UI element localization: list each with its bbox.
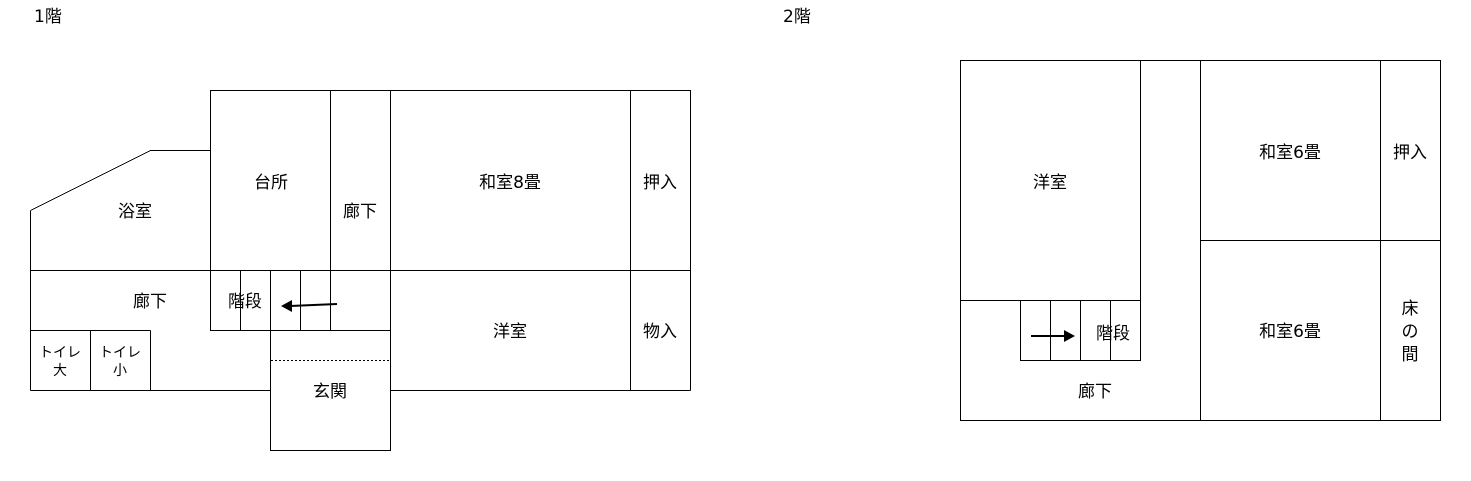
floor1-title: 1階 (34, 7, 62, 27)
bath-slanted-wall (30, 150, 211, 211)
room-bath: 浴室 (118, 202, 152, 222)
room2-stairs: 階段 (1096, 324, 1130, 344)
room2-japanese-6-bottom: 和室6畳 (1259, 322, 1321, 342)
room-storage: 物入 (643, 322, 677, 342)
room-japanese-8: 和室8畳 (479, 173, 541, 193)
room2-hall: 廊下 (1078, 382, 1112, 402)
floor2-plan: 洋室 和室6畳 押入 階段 和室6畳 床 の 間 廊下 (960, 60, 1441, 421)
room2-tokonoma-1: 床 (1402, 299, 1419, 319)
room-hall-vertical: 廊下 (343, 202, 377, 222)
stairs2-arrow-head (1064, 330, 1075, 342)
room-kitchen: 台所 (254, 173, 288, 193)
entrance-box (270, 330, 391, 451)
room-entrance: 玄関 (313, 382, 347, 402)
room2-japanese-6-top: 和室6畳 (1259, 143, 1321, 163)
room-toilet-large-line1: トイレ (39, 345, 81, 361)
room2-tokonoma-2: の (1402, 322, 1419, 342)
floor1-plan: 浴室 台所 廊下 和室8畳 押入 廊下 階段 洋室 物入 トイレ 大 トイレ 小… (30, 90, 691, 451)
room-toilet-small-line2: 小 (113, 363, 127, 379)
room2-western: 洋室 (1033, 173, 1067, 193)
room-stairs: 階段 (228, 292, 262, 312)
room-western: 洋室 (493, 322, 527, 342)
stairs-arrow-line (289, 303, 338, 307)
room2-closet: 押入 (1393, 143, 1427, 163)
room-closet: 押入 (643, 173, 677, 193)
room2-tokonoma-3: 間 (1402, 345, 1419, 365)
room-hall-horizontal: 廊下 (133, 292, 167, 312)
room-toilet-small-line1: トイレ (99, 345, 141, 361)
stairs-arrow-head (281, 300, 292, 312)
room-toilet-large-line2: 大 (53, 363, 67, 379)
floor2-title: 2階 (783, 7, 811, 27)
